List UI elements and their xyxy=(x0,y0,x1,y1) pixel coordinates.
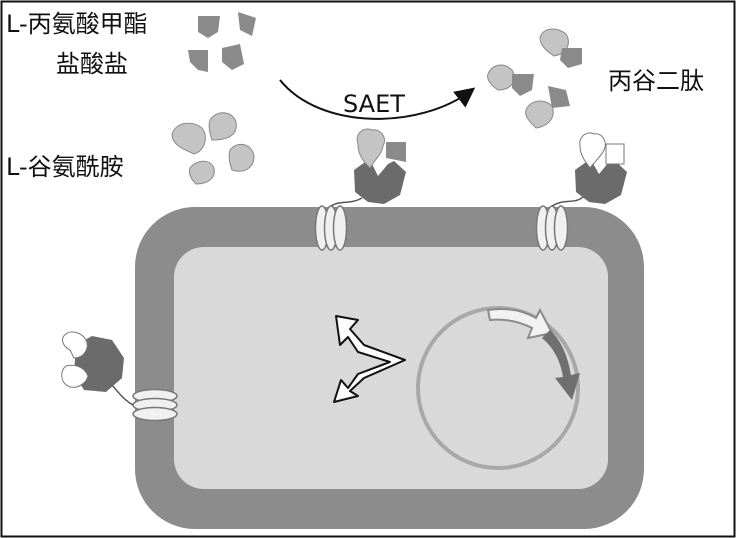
enzyme-label: SAET xyxy=(343,90,405,118)
empty-site-2 xyxy=(606,144,624,164)
anchor-protein xyxy=(537,206,568,250)
substrate-ester-label-line2: 盐酸盐 xyxy=(56,49,128,79)
anchor-protein xyxy=(316,206,347,250)
substrate-ester-label-line1: L-丙氨酸甲酯 xyxy=(6,9,148,39)
substrate-amine-label: L-谷氨酰胺 xyxy=(6,152,124,182)
product-label: 丙谷二肽 xyxy=(608,66,704,96)
anchor-protein xyxy=(133,390,177,421)
